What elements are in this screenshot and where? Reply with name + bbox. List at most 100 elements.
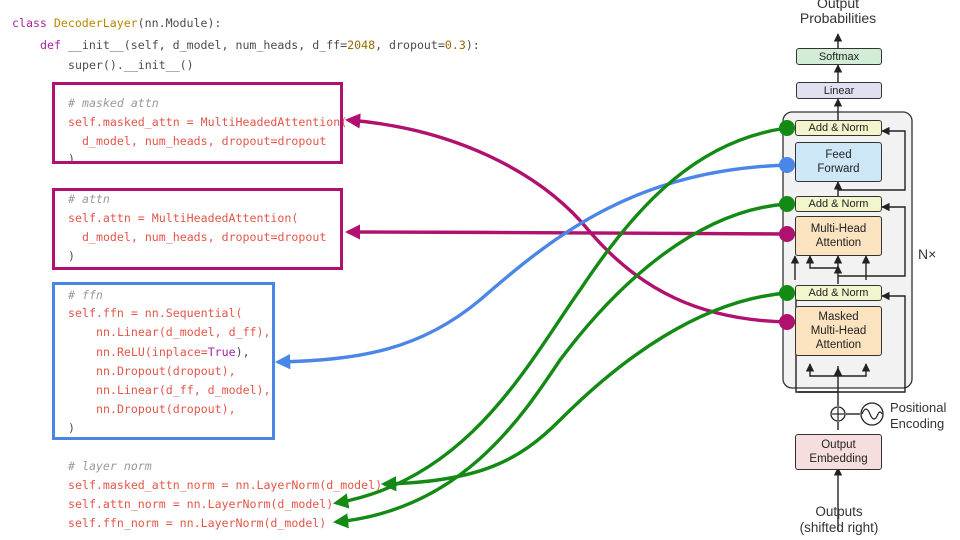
attn-self: self <box>68 211 96 225</box>
attn-code-box <box>52 188 343 270</box>
blue-dot-ffn <box>779 157 795 173</box>
ffn-relu-a: nn.ReLU(inplace= <box>96 345 208 359</box>
outputs-line2: (shifted right) <box>799 520 879 535</box>
ffn-linear1-line: nn.Linear(d_model, d_ff), <box>96 325 271 339</box>
linear-block: Linear <box>796 82 882 99</box>
masked-mha-line2: Multi-Head <box>810 325 867 337</box>
ffn-code-box <box>52 282 275 440</box>
add-norm-attn-block: Add & Norm <box>795 196 882 212</box>
norm-2-self: self <box>68 497 96 511</box>
init-signature-a: __init__(self, d_model, num_heads, d_ff= <box>67 38 348 52</box>
feed-forward-line1: Feed <box>825 149 852 161</box>
ffn-linear2-line: nn.Linear(d_ff, d_model), <box>96 383 271 397</box>
code-init-line: def __init__(self, d_model, num_heads, d… <box>40 38 480 52</box>
ffn-dropout2: nn.Dropout(dropout), <box>96 402 236 416</box>
main-flow-arrows <box>790 33 906 530</box>
magenta-dot-attn <box>779 226 795 242</box>
norm-3-self: self <box>68 516 96 530</box>
masked-mha-line3: Attention <box>815 339 862 351</box>
norm-comment: # layer norm <box>68 459 152 473</box>
ffn-dropout2-line: nn.Dropout(dropout), <box>96 402 236 416</box>
attn-assign: .attn = MultiHeadedAttention( <box>95 211 299 225</box>
class-keyword: class <box>12 16 47 30</box>
ffn-dropout1-line: nn.Dropout(dropout), <box>96 364 236 378</box>
norm-1-self: self <box>68 478 96 492</box>
attn-comment-text: # attn <box>68 192 110 206</box>
output-probabilities-line1: Output <box>816 0 860 11</box>
super-call: super().__init__() <box>68 58 194 72</box>
green-connectors <box>332 126 788 529</box>
init-dff-default: 2048 <box>347 38 376 52</box>
masked-attn-self: self <box>68 115 96 129</box>
ffn-comment-text: # ffn <box>68 288 103 302</box>
masked-attn-comment-text: # masked attn <box>68 96 159 110</box>
masked-attn-assign-line: self.masked_attn = MultiHeadedAttention( <box>68 115 347 129</box>
green-dot-attn-norm <box>779 196 795 212</box>
outputs-line1: Outputs <box>815 504 863 519</box>
positional-wave-icon <box>860 402 884 426</box>
feed-forward-line2: Forward <box>817 163 860 175</box>
ffn-assign-line: self.ffn = nn.Sequential( <box>68 306 243 320</box>
add-norm-masked-label: Add & Norm <box>808 287 869 299</box>
positional-encoding-line1: Positional <box>890 400 947 415</box>
masked-attn-args: d_model, num_heads, dropout=dropout <box>82 134 327 148</box>
ffn-linear1: nn.Linear(d_model, d_ff), <box>96 325 271 339</box>
init-signature-b: , dropout= <box>375 38 445 52</box>
add-norm-ffn-block: Add & Norm <box>795 120 882 136</box>
norm-3-assign: .ffn_norm = nn.LayerNorm(d_model) <box>95 516 327 530</box>
ffn-assign: .ffn = nn.Sequential( <box>95 306 243 320</box>
masked-attn-assign: .masked_attn = MultiHeadedAttention( <box>95 115 348 129</box>
norm-1-assign: .masked_attn_norm = nn.LayerNorm(d_model… <box>95 478 383 492</box>
def-keyword: def <box>40 38 61 52</box>
ffn-relu-c: ), <box>235 345 250 359</box>
ffn-comment: # ffn <box>68 288 103 302</box>
blue-connector <box>274 163 788 370</box>
masked-attn-close: ) <box>68 152 75 162</box>
attn-close: ) <box>68 249 75 263</box>
code-class-line: class DecoderLayer(nn.Module): <box>12 16 221 30</box>
masked-mha-line1: Masked <box>818 311 859 323</box>
ffn-close: ) <box>68 421 75 435</box>
attn-args-line: d_model, num_heads, dropout=dropout <box>82 230 326 244</box>
attn-comment: # attn <box>68 192 110 206</box>
add-norm-ffn-label: Add & Norm <box>808 122 869 134</box>
attn-close-line: ) <box>68 249 75 263</box>
mha-line2: Attention <box>815 237 862 249</box>
nx-text: N× <box>918 246 937 262</box>
ffn-linear2: nn.Linear(d_ff, d_model), <box>96 383 271 397</box>
output-probabilities-line2: Probabilities <box>799 10 877 26</box>
ffn-relu-true: True <box>207 345 236 359</box>
positional-encoding-line2: Encoding <box>890 416 945 431</box>
nx-label: N× <box>918 246 936 262</box>
softmax-label: Softmax <box>818 50 860 63</box>
ffn-dropout1: nn.Dropout(dropout), <box>96 364 236 378</box>
masked-attn-args-line: d_model, num_heads, dropout=dropout <box>82 134 326 148</box>
linear-label: Linear <box>823 84 855 97</box>
class-base: (nn.Module): <box>137 16 222 30</box>
norm-line-1: self.masked_attn_norm = nn.LayerNorm(d_m… <box>68 478 382 492</box>
masked-attn-code-box <box>52 82 343 164</box>
masked-attn-close-line: ) <box>68 152 75 162</box>
code-super-line: super().__init__() <box>68 58 194 72</box>
norm-2-assign: .attn_norm = nn.LayerNorm(d_model) <box>95 497 334 511</box>
ffn-close-line: ) <box>68 421 75 435</box>
green-dot-ffn-norm <box>779 120 795 136</box>
mha-line1: Multi-Head <box>810 223 867 235</box>
magenta-dot-masked <box>779 314 795 330</box>
add-norm-masked-block: Add & Norm <box>795 285 882 301</box>
class-name: DecoderLayer <box>53 16 138 30</box>
masked-attn-comment: # masked attn <box>68 96 159 110</box>
norm-line-3: self.ffn_norm = nn.LayerNorm(d_model) <box>68 516 326 530</box>
norm-line-2: self.attn_norm = nn.LayerNorm(d_model) <box>68 497 333 511</box>
green-dot-masked-norm <box>779 285 795 301</box>
outputs-label: Outputs(shifted right) <box>774 504 904 536</box>
add-norm-attn-label: Add & Norm <box>808 198 869 210</box>
output-embedding-line2: Embedding <box>809 453 868 465</box>
init-signature-c: ): <box>465 38 480 52</box>
